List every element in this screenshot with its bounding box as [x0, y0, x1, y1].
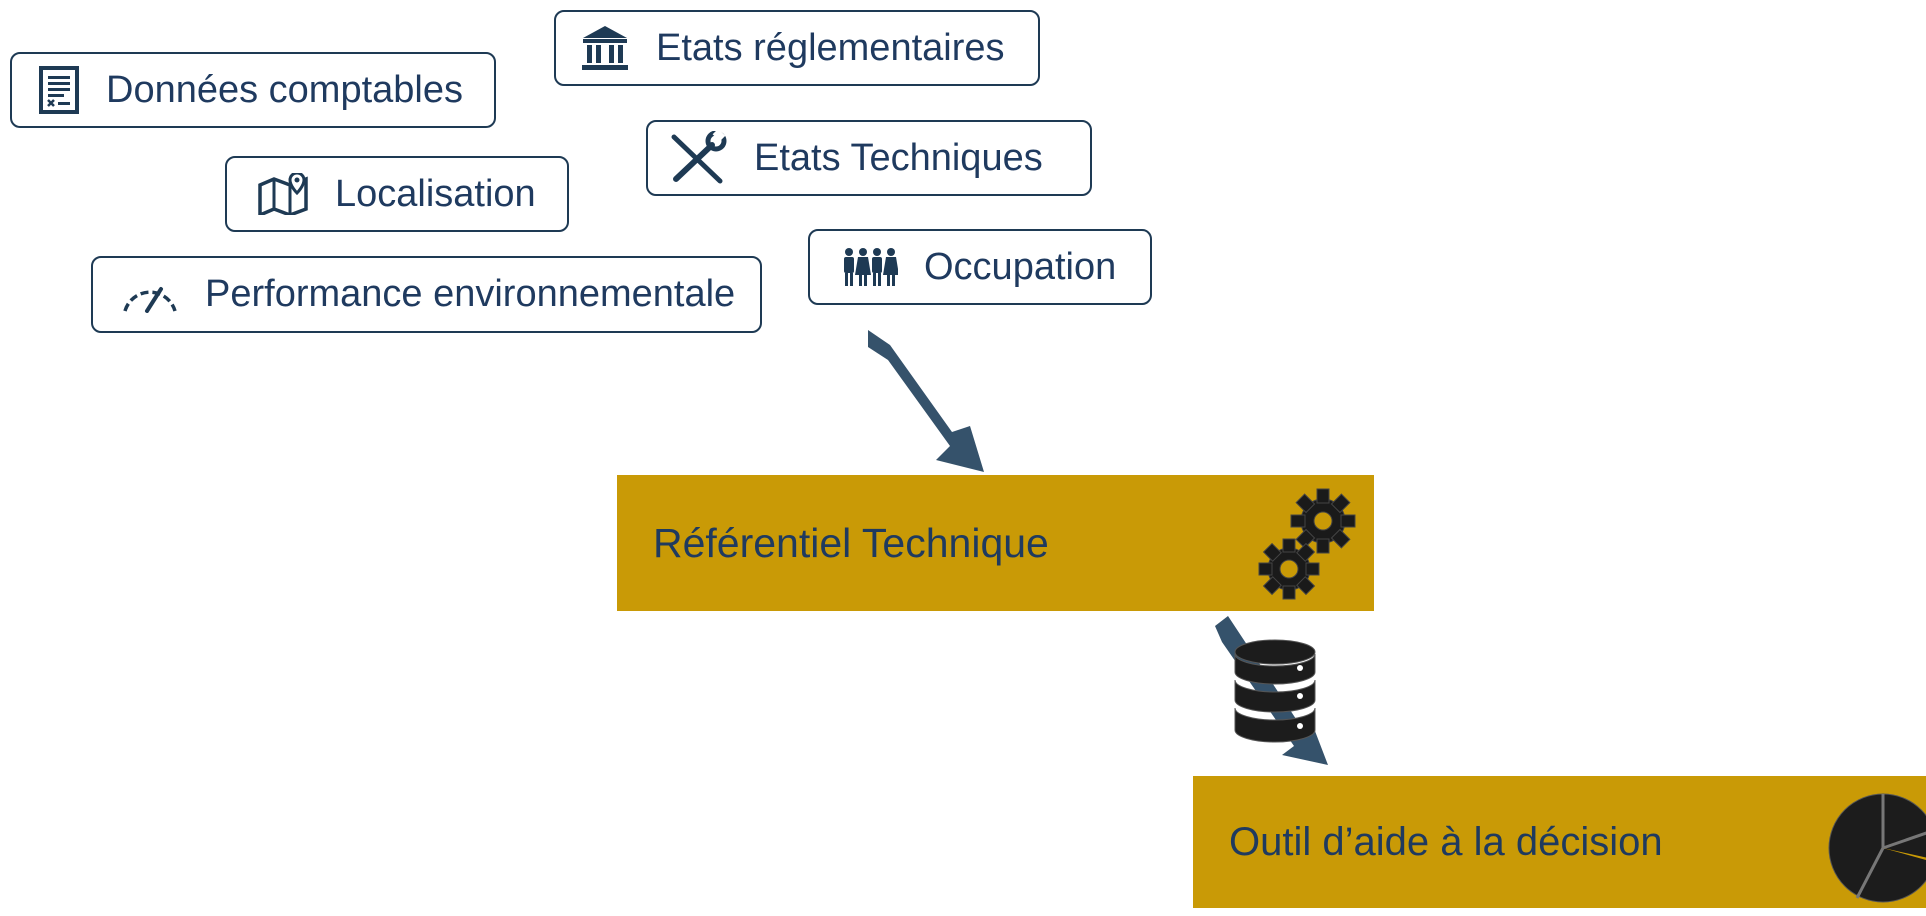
referentiel-technique-box: Référentiel Technique [617, 475, 1374, 611]
source-label: Etats réglementaires [656, 26, 1005, 69]
pie-chart-icon [1827, 790, 1926, 916]
map-pin-icon [257, 173, 309, 215]
source-box-donnees-comptables: Données comptables [10, 52, 496, 128]
source-label: Données comptables [106, 68, 463, 111]
source-box-etats-techniques: Etats Techniques [646, 120, 1092, 196]
tools-icon [668, 131, 728, 185]
people-icon [842, 247, 898, 287]
gauge-icon [121, 277, 179, 313]
bank-icon [580, 24, 630, 72]
source-label: Occupation [924, 245, 1117, 288]
source-label: Localisation [335, 172, 536, 215]
gears-icon [1253, 485, 1363, 613]
source-box-etats-reglementaires: Etats réglementaires [554, 10, 1040, 86]
document-icon [38, 66, 80, 114]
source-box-localisation: Localisation [225, 156, 569, 232]
database-icon [1230, 638, 1320, 755]
source-box-performance-environnementale: Performance environnementale [91, 256, 762, 333]
source-box-occupation: Occupation [808, 229, 1152, 305]
outil-aide-decision-box: Outil d’aide à la décision [1193, 776, 1926, 908]
source-label: Etats Techniques [754, 136, 1043, 179]
outil-label: Outil d’aide à la décision [1229, 819, 1663, 864]
source-label: Performance environnementale [205, 273, 736, 315]
arrow-to-referentiel [868, 330, 984, 472]
referentiel-label: Référentiel Technique [653, 519, 1049, 566]
